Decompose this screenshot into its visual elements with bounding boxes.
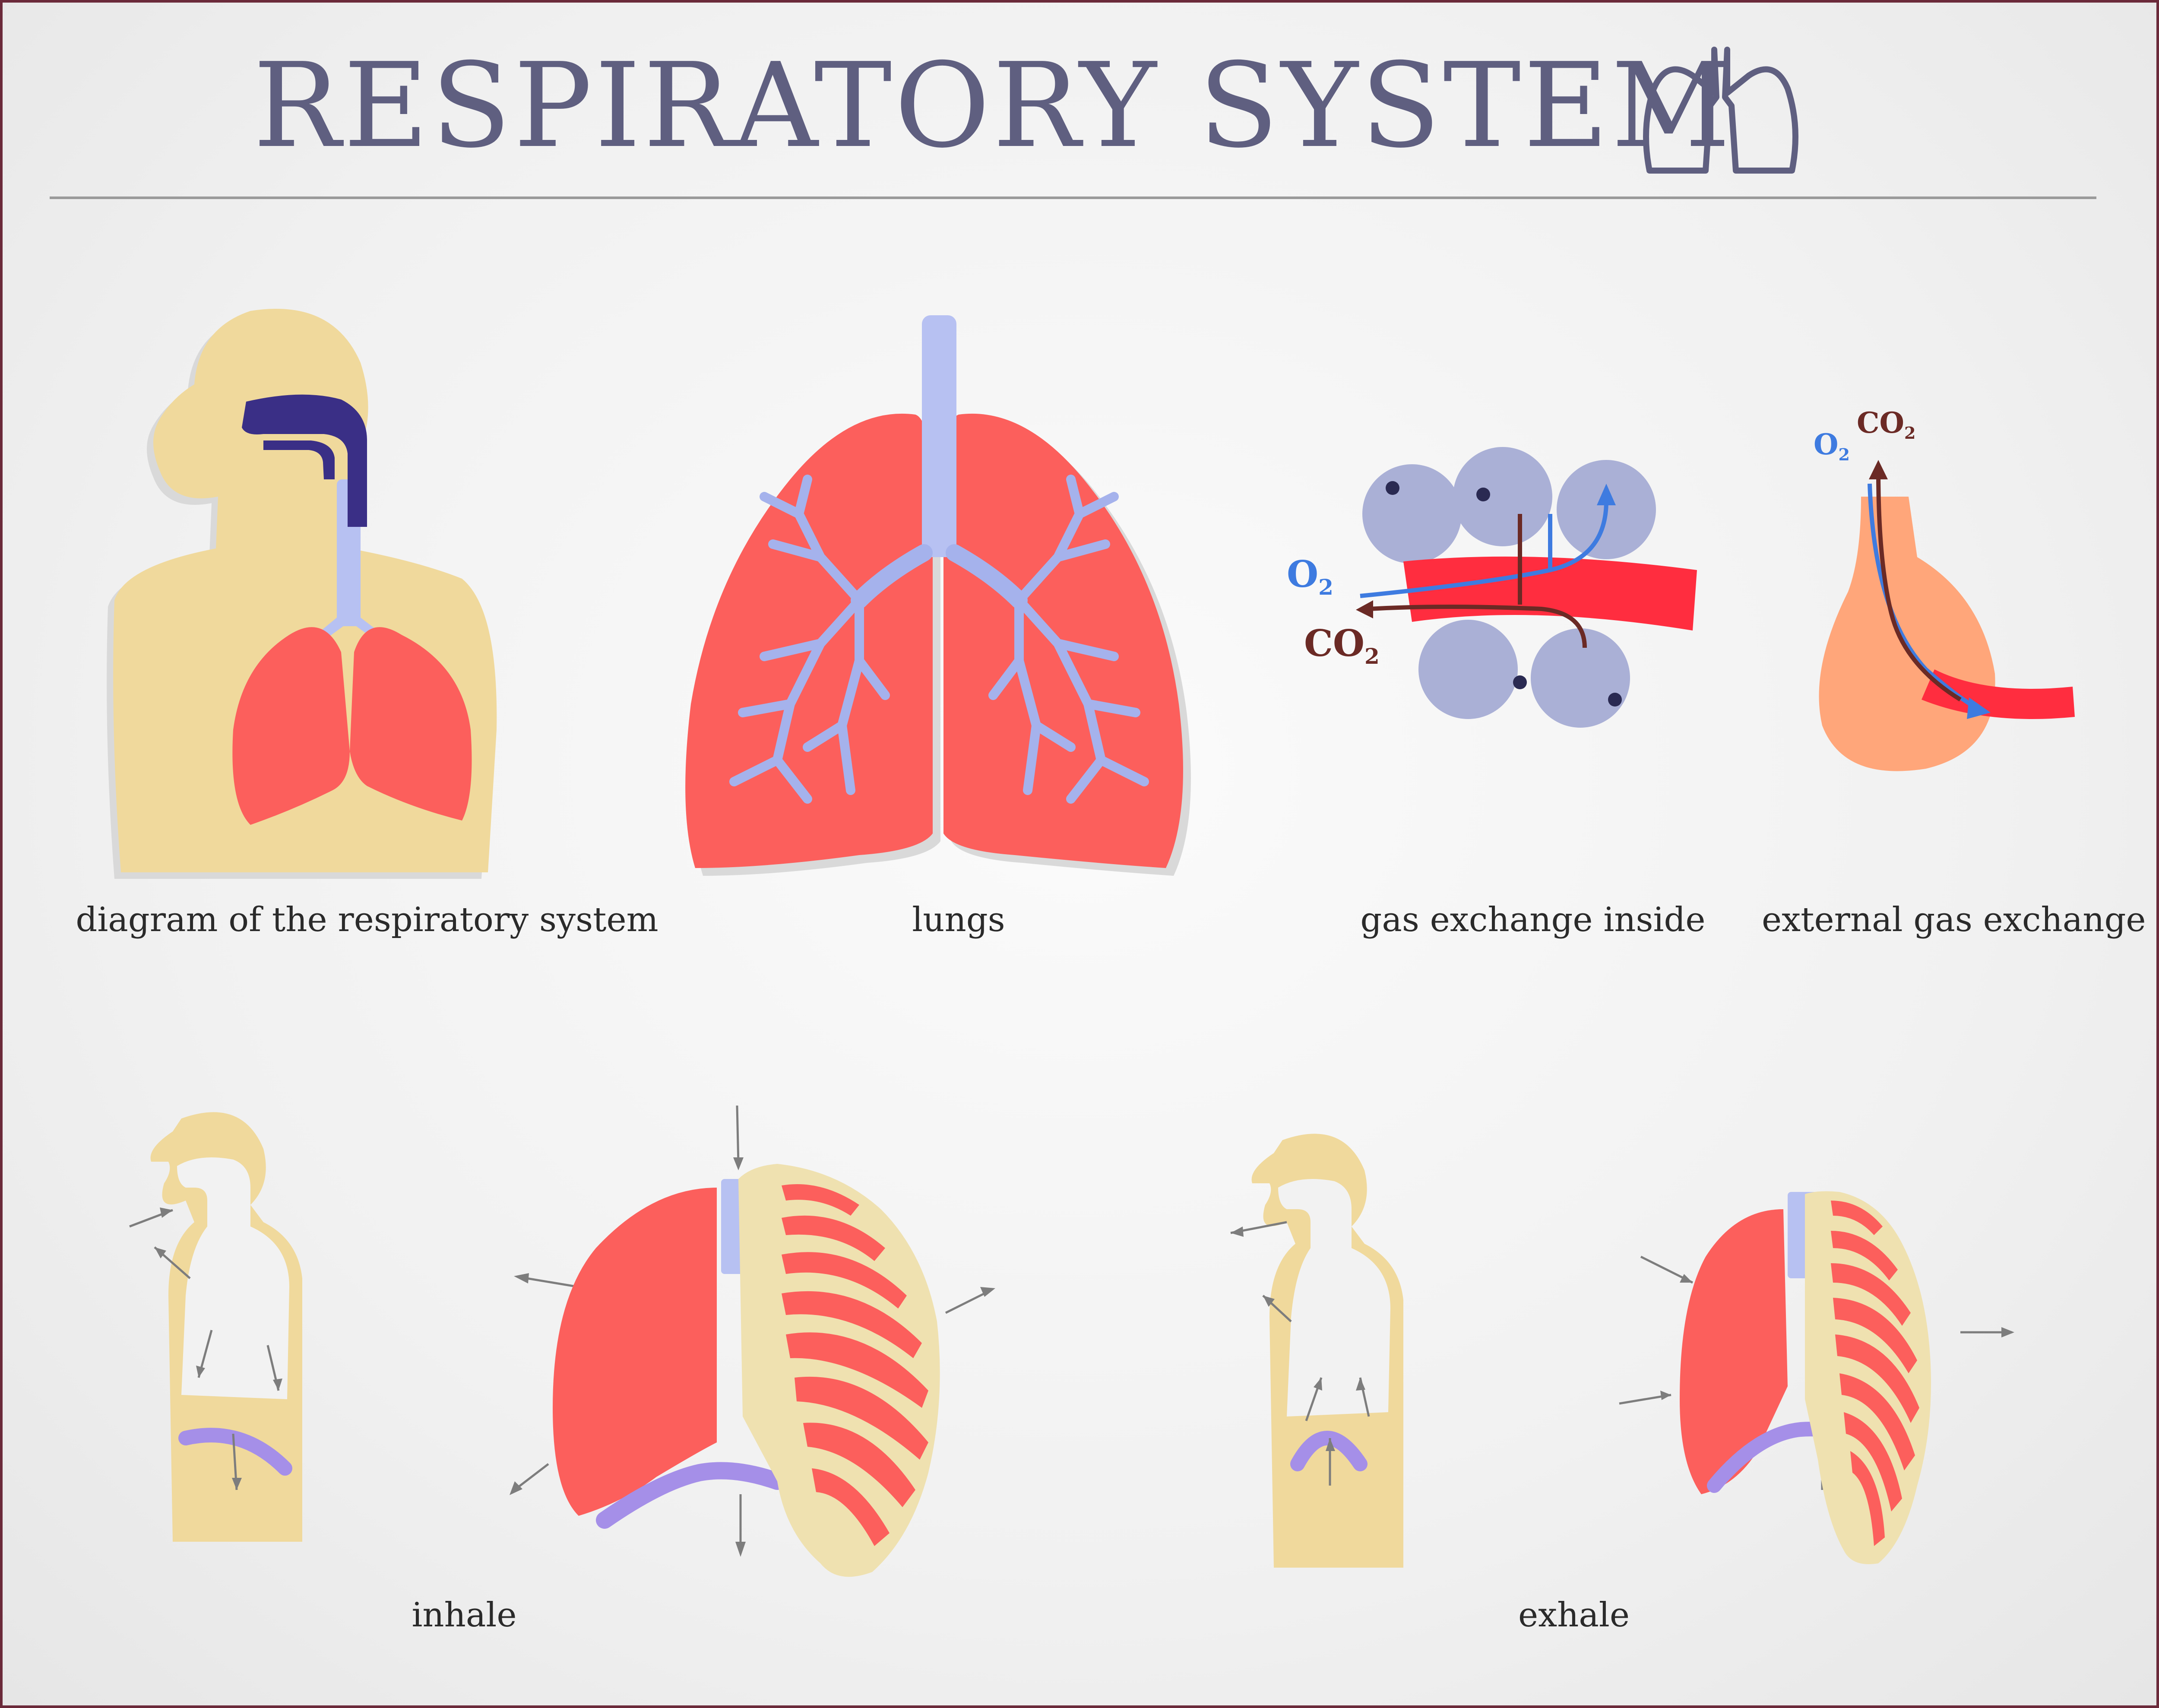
left-lung bbox=[553, 1188, 717, 1516]
alveolus bbox=[1531, 628, 1630, 728]
trachea bbox=[922, 315, 956, 557]
left-lung bbox=[232, 627, 350, 825]
capillary bbox=[1922, 669, 2075, 719]
rib-cage-lung bbox=[1831, 1201, 1919, 1546]
capillary bbox=[1403, 556, 1697, 631]
respiratory-body-diagram bbox=[107, 309, 497, 879]
label-exhale: exhale bbox=[1518, 1596, 1630, 1635]
co2-arrow bbox=[1368, 605, 1587, 648]
airway-passage bbox=[177, 1157, 289, 1399]
o2-arrow bbox=[1360, 501, 1608, 598]
label-gas-exchange-inside: gas exchange inside bbox=[1360, 900, 1706, 939]
left-lung bbox=[1680, 1209, 1788, 1494]
right-lung bbox=[350, 627, 472, 821]
alveolus bbox=[1418, 620, 1518, 719]
alveoli-gas-exchange bbox=[1356, 447, 1697, 728]
diaphragm bbox=[178, 1428, 292, 1476]
label-lungs: lungs bbox=[912, 900, 1005, 939]
diaphragm bbox=[1290, 1431, 1368, 1471]
label-inhale: inhale bbox=[412, 1596, 517, 1635]
alveolus bbox=[1453, 447, 1552, 546]
inhale-torso-diagram bbox=[129, 1112, 302, 1542]
external-gas-exchange bbox=[1819, 460, 2075, 771]
diaphragm bbox=[596, 1462, 786, 1529]
o2-label-inside: O2 bbox=[1287, 553, 1333, 600]
co2-arrow bbox=[1876, 470, 1962, 702]
exhale-torso-diagram bbox=[1230, 1134, 1403, 1568]
o2-label-external: O2 bbox=[1814, 428, 1850, 465]
co2-label-external: CO2 bbox=[1857, 406, 1916, 443]
label-respiratory-diagram: diagram of the respiratory system bbox=[76, 900, 658, 939]
label-external-gas-exchange: external gas exchange bbox=[1762, 900, 2146, 939]
bronchial-tree bbox=[729, 475, 1149, 804]
header-divider bbox=[50, 196, 2096, 199]
left-lung bbox=[685, 413, 933, 868]
nasal-cavity bbox=[242, 394, 367, 527]
airway-passage bbox=[1278, 1179, 1390, 1416]
alveolar-sac bbox=[1819, 497, 1995, 771]
rib-cage-lung bbox=[782, 1184, 928, 1546]
co2-label-inside: CO2 bbox=[1304, 622, 1380, 669]
inhale-lungs-ribcage bbox=[510, 1105, 995, 1577]
lungs-outline-icon bbox=[1643, 47, 1798, 174]
page-title: RESPIRATORY SYSTEM bbox=[253, 38, 1733, 174]
lungs-illustration bbox=[685, 315, 1191, 876]
alveolus bbox=[1362, 464, 1462, 564]
exhale-lungs-ribcage bbox=[1619, 1191, 2014, 1564]
rib-cage bbox=[1805, 1191, 1931, 1564]
